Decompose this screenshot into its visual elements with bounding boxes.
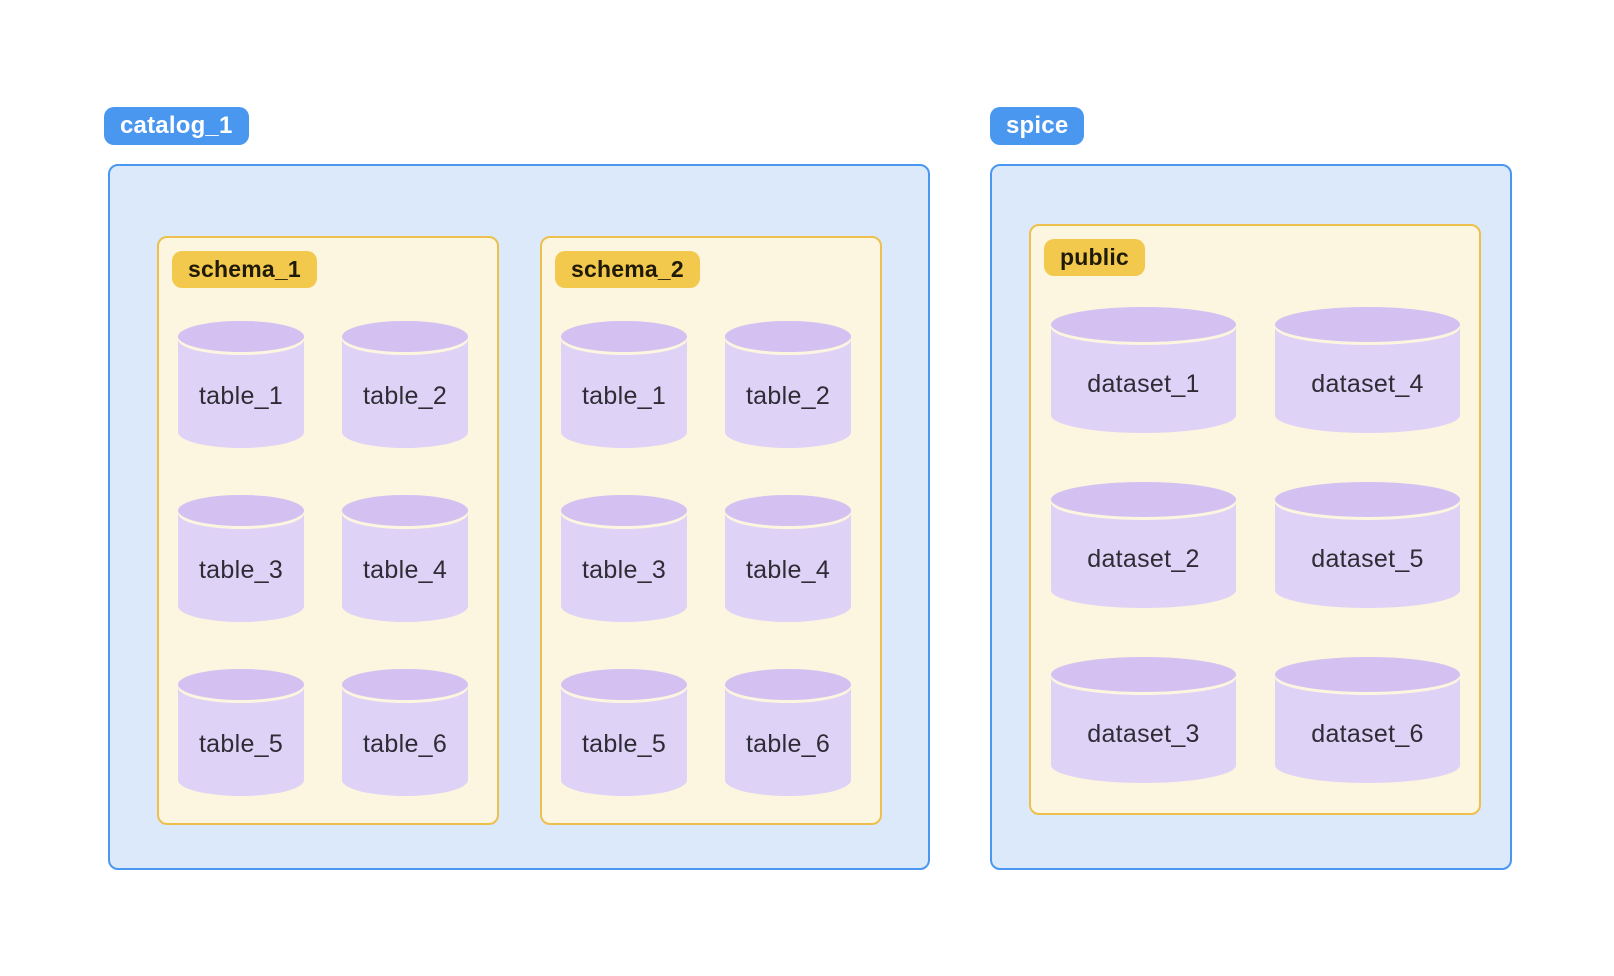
cylinder-label: table_1 (198, 382, 284, 410)
schema-1-badge: schema_1 (172, 251, 317, 288)
cylinder-public-dataset_2: dataset_2 (1051, 482, 1236, 608)
spice-badge: spice (990, 107, 1085, 145)
cylinder-label: table_2 (745, 382, 831, 410)
cylinder-public-dataset_6: dataset_6 (1275, 657, 1460, 783)
cylinder-schema1-table_3: table_3 (178, 495, 304, 622)
cylinder-cap (342, 495, 468, 526)
public-dataset-grid: dataset_1 dataset_4 dataset_2 dataset_5 (1051, 307, 1460, 783)
cylinder-schema2-table_5: table_5 (561, 669, 687, 796)
cylinder-cap (178, 495, 304, 526)
cylinder-schema2-table_1: table_1 (561, 321, 687, 448)
cylinder-cap (1275, 307, 1460, 342)
catalog-badge: catalog_1 (104, 107, 249, 145)
cylinder-cap (1051, 307, 1236, 342)
cylinder-schema2-table_2: table_2 (725, 321, 851, 448)
cylinder-cap (561, 669, 687, 700)
cylinder-cap (725, 495, 851, 526)
cylinder-cap (1275, 482, 1460, 517)
cylinder-label: table_5 (581, 730, 667, 758)
cylinder-public-dataset_5: dataset_5 (1275, 482, 1460, 608)
public-schema-box: public dataset_1 dataset_4 dataset_2 (1029, 224, 1481, 815)
cylinder-cap (725, 669, 851, 700)
public-schema-badge: public (1044, 239, 1145, 276)
cylinder-label: dataset_1 (1087, 369, 1200, 398)
cylinder-cap (725, 321, 851, 352)
cylinder-label: table_3 (198, 556, 284, 584)
cylinder-label: table_2 (362, 382, 448, 410)
cylinder-label: table_4 (745, 556, 831, 584)
catalog-container: schema_1 table_1 table_2 table_3 (108, 164, 930, 870)
cylinder-label: table_5 (198, 730, 284, 758)
cylinder-label: dataset_6 (1311, 719, 1424, 748)
cylinder-label: table_3 (581, 556, 667, 584)
cylinder-cap (1051, 482, 1236, 517)
cylinder-label: table_1 (581, 382, 667, 410)
schema-2-box: schema_2 table_1 table_2 table_3 (540, 236, 882, 825)
cylinder-cap (342, 321, 468, 352)
cylinder-schema1-table_1: table_1 (178, 321, 304, 448)
cylinder-cap (1275, 657, 1460, 692)
cylinder-cap (1051, 657, 1236, 692)
cylinder-schema2-table_4: table_4 (725, 495, 851, 622)
cylinder-label: table_6 (362, 730, 448, 758)
cylinder-label: dataset_5 (1311, 544, 1424, 573)
cylinder-label: dataset_4 (1311, 369, 1424, 398)
cylinder-cap (561, 321, 687, 352)
cylinder-label: dataset_3 (1087, 719, 1200, 748)
spice-container: public dataset_1 dataset_4 dataset_2 (990, 164, 1512, 870)
cylinder-schema1-table_4: table_4 (342, 495, 468, 622)
cylinder-label: dataset_2 (1087, 544, 1200, 573)
cylinder-schema1-table_6: table_6 (342, 669, 468, 796)
cylinder-cap (178, 669, 304, 700)
cylinder-schema1-table_2: table_2 (342, 321, 468, 448)
schema-2-badge: schema_2 (555, 251, 700, 288)
cylinder-schema2-table_3: table_3 (561, 495, 687, 622)
cylinder-public-dataset_1: dataset_1 (1051, 307, 1236, 433)
schema-1-table-grid: table_1 table_2 table_3 table_4 (178, 321, 468, 796)
cylinder-public-dataset_4: dataset_4 (1275, 307, 1460, 433)
cylinder-cap (178, 321, 304, 352)
cylinder-label: table_4 (362, 556, 448, 584)
cylinder-label: table_6 (745, 730, 831, 758)
cylinder-schema2-table_6: table_6 (725, 669, 851, 796)
cylinder-cap (342, 669, 468, 700)
schema-2-table-grid: table_1 table_2 table_3 table_4 (561, 321, 851, 796)
schema-1-box: schema_1 table_1 table_2 table_3 (157, 236, 499, 825)
cylinder-public-dataset_3: dataset_3 (1051, 657, 1236, 783)
cylinder-cap (561, 495, 687, 526)
cylinder-schema1-table_5: table_5 (178, 669, 304, 796)
